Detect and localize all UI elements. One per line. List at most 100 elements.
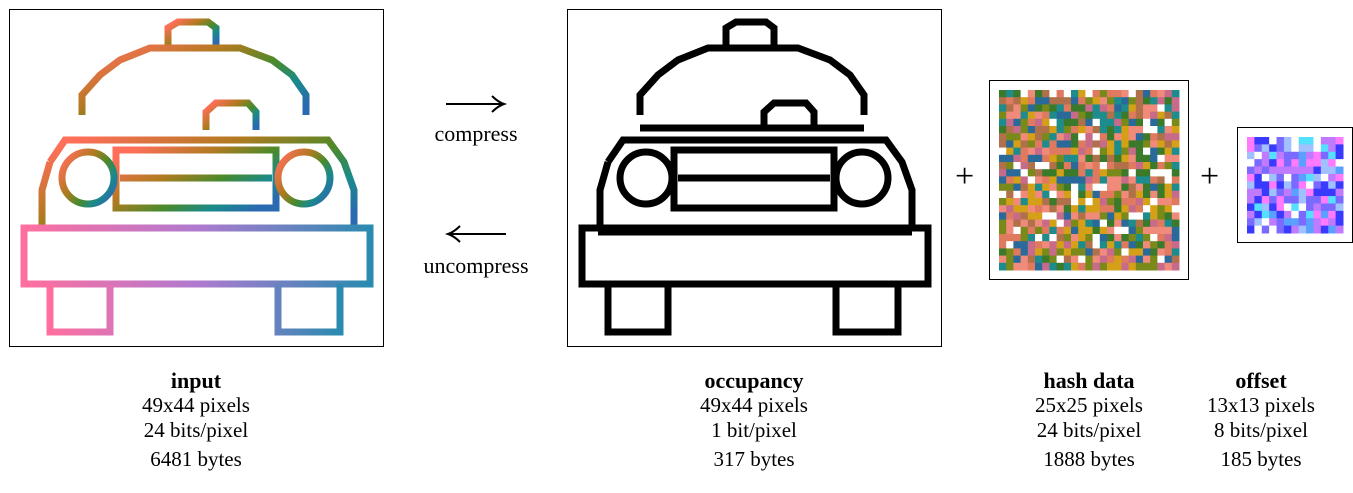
noise-cell xyxy=(1085,162,1094,170)
noise-cell xyxy=(1291,210,1300,219)
noise-cell xyxy=(1020,248,1029,257)
noise-cell xyxy=(1035,169,1043,177)
noise-cell xyxy=(1099,262,1108,271)
headlight xyxy=(616,148,676,208)
noise-cell xyxy=(1128,234,1137,242)
noise-cell xyxy=(1306,144,1314,153)
noise-cell xyxy=(1114,219,1122,228)
noise-cell xyxy=(1143,190,1151,199)
noise-cell xyxy=(1035,219,1043,228)
noise-cell xyxy=(1114,118,1122,127)
noise-cell xyxy=(1298,210,1307,219)
noise-cell xyxy=(1150,255,1158,264)
noise-cell xyxy=(1121,111,1130,120)
car-stroke xyxy=(636,44,868,115)
noise-cell xyxy=(1099,162,1108,170)
noise-cell xyxy=(1261,137,1270,145)
noise-cell xyxy=(1306,173,1314,182)
noise-cell xyxy=(1020,169,1029,177)
noise-cell xyxy=(1261,166,1270,175)
noise-cell xyxy=(1298,203,1307,212)
noise-cell xyxy=(1049,219,1058,228)
noise-cell xyxy=(1078,234,1086,242)
noise-cell xyxy=(1254,196,1263,204)
noise-cell xyxy=(1143,226,1151,235)
noise-cell xyxy=(1020,255,1029,264)
noise-cell xyxy=(1092,219,1101,228)
noise-cell xyxy=(1157,176,1166,185)
noise-cell xyxy=(1092,183,1101,192)
noise-cell xyxy=(1042,118,1050,127)
noise-cell xyxy=(1027,212,1036,221)
noise-cell xyxy=(1335,203,1344,212)
noise-cell xyxy=(1085,97,1094,105)
noise-cell xyxy=(999,133,1007,141)
noise-cell xyxy=(1261,173,1270,182)
noise-cell xyxy=(1078,241,1086,249)
noise-cell xyxy=(1071,140,1079,149)
noise-cell xyxy=(1020,183,1029,192)
noise-cell xyxy=(1042,126,1050,134)
noise-cell xyxy=(1006,234,1014,242)
noise-cell xyxy=(1071,234,1079,242)
noise-cell xyxy=(1320,210,1329,219)
noise-cell xyxy=(1013,176,1022,185)
noise-cell xyxy=(1313,196,1322,204)
noise-cell xyxy=(1049,241,1058,249)
noise-cell xyxy=(1078,90,1086,98)
noise-cell xyxy=(1171,111,1180,120)
noise-cell xyxy=(1063,262,1072,271)
noise-cell xyxy=(1063,255,1072,264)
noise-cell xyxy=(1335,188,1344,197)
noise-cell xyxy=(1020,90,1029,98)
noise-cell xyxy=(1328,203,1337,212)
noise-cell xyxy=(1013,205,1022,213)
noise-cell xyxy=(1056,97,1065,105)
noise-cell xyxy=(1283,188,1292,197)
noise-cell xyxy=(1313,159,1322,168)
noise-cell xyxy=(1254,225,1263,234)
noise-cell xyxy=(1099,198,1108,206)
noise-cell xyxy=(1063,234,1072,242)
noise-cell xyxy=(1099,190,1108,199)
noise-cell xyxy=(1276,218,1285,227)
noise-cell xyxy=(1291,203,1300,212)
noise-cell xyxy=(1291,196,1300,204)
noise-cell xyxy=(1006,241,1014,249)
noise-cell xyxy=(1135,162,1144,170)
noise-cell xyxy=(1049,226,1058,235)
noise-cell xyxy=(1078,176,1086,185)
noise-cell xyxy=(1143,234,1151,242)
noise-cell xyxy=(1013,140,1022,149)
uncompress-arrow xyxy=(444,222,508,246)
noise-cell xyxy=(1071,154,1079,163)
noise-cell xyxy=(1128,176,1137,185)
noise-cell xyxy=(1006,212,1014,221)
noise-cell xyxy=(1261,151,1270,160)
noise-cell xyxy=(1143,198,1151,206)
noise-cell xyxy=(1020,234,1029,242)
occupancy-image-frame xyxy=(567,9,942,347)
noise-cell xyxy=(1171,190,1180,199)
noise-cell xyxy=(1049,111,1058,120)
noise-cell xyxy=(1107,104,1115,113)
noise-cell xyxy=(1157,104,1166,113)
noise-cell xyxy=(1027,126,1036,134)
compress-label: compress xyxy=(434,121,518,146)
noise-cell xyxy=(1027,147,1036,156)
noise-cell xyxy=(1107,147,1115,156)
noise-cell xyxy=(1291,188,1300,197)
noise-cell xyxy=(1150,183,1158,192)
noise-cell xyxy=(1114,162,1122,170)
noise-cell xyxy=(1049,169,1058,177)
noise-cell xyxy=(1135,169,1144,177)
noise-cell xyxy=(1261,196,1270,204)
noise-cell xyxy=(1157,198,1166,206)
noise-cell xyxy=(1071,133,1079,141)
noise-cell xyxy=(1276,210,1285,219)
noise-cell xyxy=(1254,159,1263,168)
noise-cell xyxy=(1049,140,1058,149)
noise-cell xyxy=(1006,90,1014,98)
noise-cell xyxy=(1049,126,1058,134)
noise-cell xyxy=(1306,203,1314,212)
